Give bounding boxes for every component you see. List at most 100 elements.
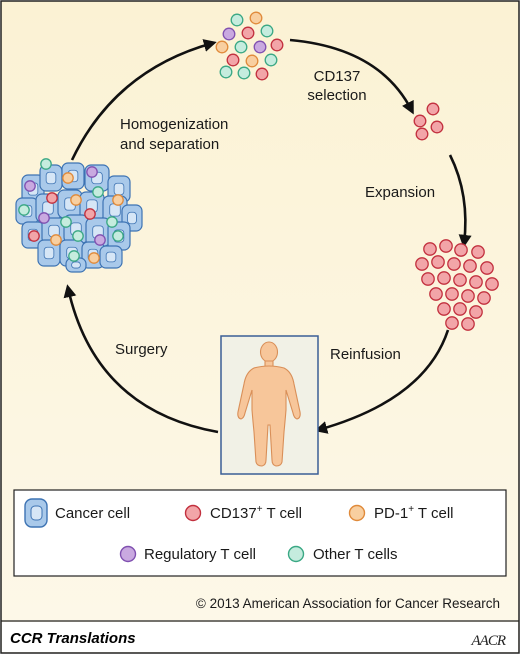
arrow-pool-to-patient [314,329,450,434]
expanded-cd137-t-cell [480,261,494,275]
arrow-selection-to-expansion [289,38,414,115]
expanded-cd137-t-cell [469,305,483,319]
arrow-homogenization-to-selection [70,39,217,161]
legend-item-cd137-t-cell: CD137+ T cell [184,504,302,522]
tumor-treg-t-cell [38,212,50,224]
human-body-icon [237,341,301,467]
mixed-treg-t-cell [253,40,267,54]
step-label-selection-line2: selection [307,87,366,104]
selected-cd137-t-cell [426,102,440,116]
selected-cd137-t-cell [415,127,429,141]
tumor-cd137-t-cell [28,230,40,242]
step-label-homogenization: Homogenization and separation [120,116,228,153]
aacr-logo-text: AACR [471,633,506,649]
mixed-cell-cluster [215,11,284,81]
tumor-pd1-t-cell [112,194,124,206]
step-label-reinfusion: Reinfusion [330,346,401,363]
legend-box [13,489,507,577]
expanded-cd137-t-cell [439,239,453,253]
cancer-cell-icon [24,498,48,528]
legend-label-pd1-t-cell: PD-1+ T cell [374,504,454,522]
mixed-other-t-cell [234,40,248,54]
other-t-cells-icon [287,545,305,563]
legend-label-cd137-t-cell: CD137+ T cell [210,504,302,522]
legend-item-cancer-cell: Cancer cell [24,498,130,528]
cancer-cell [121,204,143,232]
expanded-cd137-t-cell [415,257,429,271]
tumor-other-t-cell [92,186,104,198]
legend-label-cancer-cell: Cancer cell [55,505,130,522]
tumor-other-t-cell [72,230,84,242]
expanded-cd137-t-cell [463,259,477,273]
legend-label-regulatory-t-cell: Regulatory T cell [144,546,256,563]
mixed-pd1-t-cell [215,40,229,54]
cancer-cell [39,164,63,192]
mixed-treg-t-cell [222,27,236,41]
arrow-expansion-to-pool [448,154,472,248]
legend: Cancer cell CD137+ T cell PD-1+ T cell R… [13,489,507,577]
mixed-other-t-cell [260,24,274,38]
copyright-notice: © 2013 American Association for Cancer R… [196,596,500,611]
legend-item-regulatory-t-cell: Regulatory T cell [119,545,256,563]
step-label-surgery: Surgery [115,341,168,358]
footer-bar [2,622,518,652]
expanded-cd137-t-cell [485,277,499,291]
tumor-other-t-cell [68,250,80,262]
legend-label-other-t-cells: Other T cells [313,546,397,563]
cd137-t-cell-icon [184,504,202,522]
mixed-pd1-t-cell [245,54,259,68]
expanded-cd137-t-cell [429,287,443,301]
mixed-cd137-t-cell [241,26,255,40]
mixed-cd137-t-cell [255,67,269,81]
expanded-cd137-t-cell [437,271,451,285]
step-label-expansion: Expansion [365,184,435,201]
legend-item-other-t-cells: Other T cells [287,545,397,563]
mixed-other-t-cell [219,65,233,79]
tumor-other-t-cell [112,230,124,242]
step-label-selection: CD137 selection [307,68,366,104]
expanded-cd137-t-cell [469,275,483,289]
cancer-cell [37,239,61,267]
expanded-cd137-t-cell [453,302,467,316]
tumor-other-t-cell [106,216,118,228]
tumor-other-t-cell [40,158,52,170]
mixed-other-t-cell [264,53,278,67]
tumor-cd137-t-cell [84,208,96,220]
tumor-treg-t-cell [24,180,36,192]
expanded-cd137-t-cell [421,272,435,286]
tumor-pd1-t-cell [62,172,74,184]
expanded-cd137-t-cell [461,289,475,303]
tumor-tissue [15,158,143,273]
cancer-cell [99,245,123,269]
cycle-arrows [63,38,472,434]
regulatory-t-cell-icon [119,545,137,563]
tumor-treg-t-cell [86,166,98,178]
expanded-cd137-t-cell [431,255,445,269]
expanded-cd137-t-cell [461,317,475,331]
selected-cd137-t-cell [430,120,444,134]
tumor-cd137-t-cell [46,192,58,204]
tumor-other-t-cell [18,204,30,216]
expanded-cd137-t-cell [454,243,468,257]
pd1-t-cell-icon [348,504,366,522]
expanded-cd137-t-cell [447,257,461,271]
expanded-cd137-t-cell [423,242,437,256]
tumor-pd1-t-cell [70,194,82,206]
expanded-cd137-t-cell [453,273,467,287]
mixed-other-t-cell [237,66,251,80]
selected-cd137-cells [413,102,444,141]
patient-panel [220,335,319,475]
step-label-homogenization-line1: Homogenization [120,116,228,133]
expanded-cd137-t-cell [445,287,459,301]
tumor-treg-t-cell [94,234,106,246]
expanded-cd137-cells [415,239,499,331]
arrow-patient-to-tumor [63,284,219,434]
tumor-pd1-t-cell [88,252,100,264]
expanded-cd137-t-cell [437,302,451,316]
mixed-other-t-cell [230,13,244,27]
tumor-other-t-cell [60,216,72,228]
expanded-cd137-t-cell [471,245,485,259]
footer-title: CCR Translations [10,630,136,647]
